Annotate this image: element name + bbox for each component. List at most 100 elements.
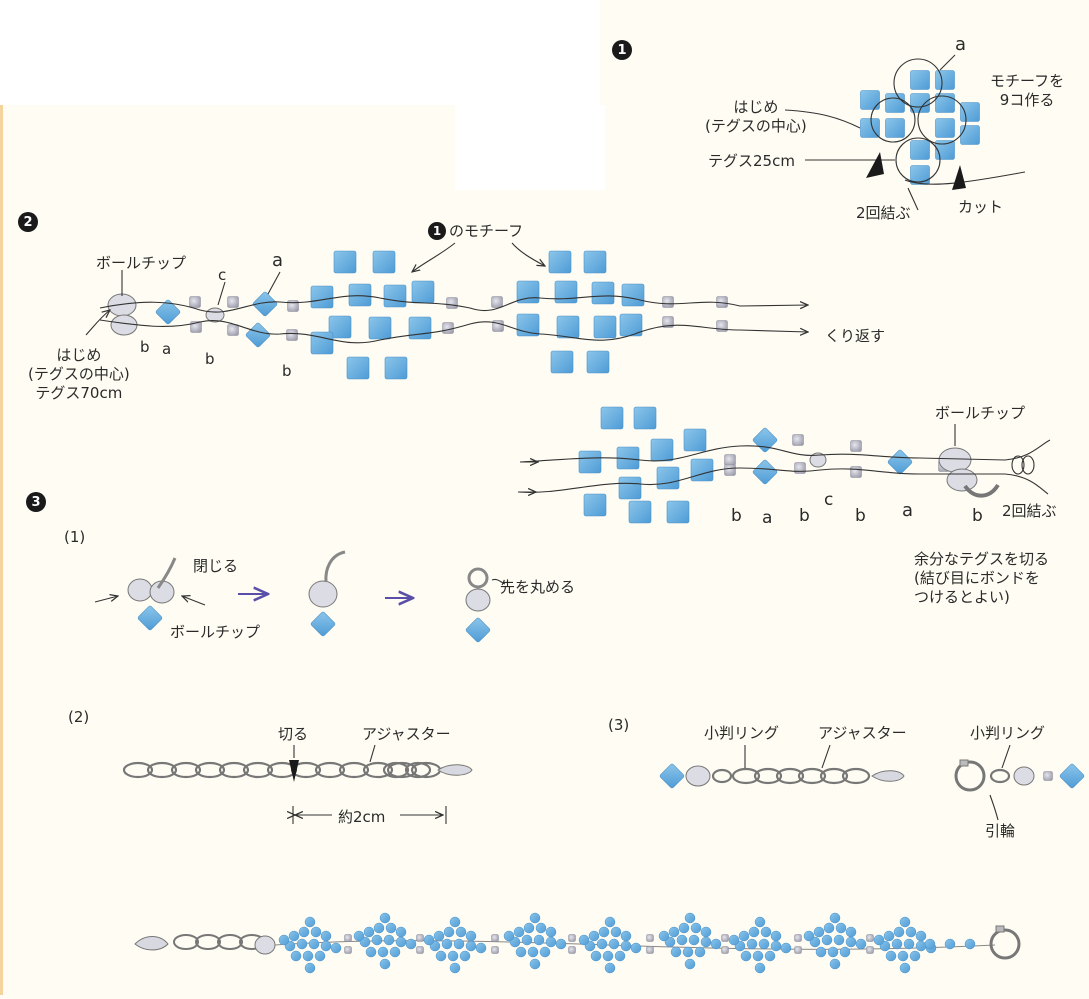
thread-top [99, 295, 808, 313]
round-bead [555, 938, 567, 950]
step3-jump-ring-left: 小判リング [704, 724, 780, 742]
square-bead [935, 93, 955, 113]
leader-a [267, 271, 281, 295]
step2-label-a-top: a [272, 250, 284, 271]
end-label-1: a [762, 508, 773, 528]
spring-ring-lever [959, 759, 969, 767]
round-bead [395, 936, 407, 948]
square-bead [372, 250, 396, 274]
round-bead [539, 946, 551, 958]
leader-motif [412, 242, 456, 272]
square-bead [619, 313, 643, 337]
round-bead [915, 930, 927, 942]
diamond-bead [752, 459, 778, 485]
round-bead [535, 922, 547, 934]
step3-sub2: (2) [68, 708, 90, 726]
square-bead [666, 500, 690, 524]
square-bead [368, 316, 392, 340]
diamond-bead [245, 322, 271, 348]
round-bead [449, 962, 461, 974]
step2-motif-ref: 1 のモチーフ [428, 222, 523, 241]
round-bead [620, 940, 632, 952]
round-bead [891, 938, 903, 950]
start-line1: はじめ [56, 346, 102, 364]
round-bead [521, 934, 533, 946]
round-bead [379, 958, 391, 970]
leader-ring [1001, 744, 1011, 769]
leader-a [939, 54, 956, 71]
square-bead [628, 500, 652, 524]
round-bead [670, 946, 682, 958]
chain-link [314, 761, 346, 779]
chain-link [242, 761, 274, 779]
square-bead [935, 118, 955, 138]
square-bead [310, 285, 334, 309]
chain-link [195, 934, 221, 950]
step3-cut: 切る [278, 725, 309, 743]
thread-loop [893, 58, 943, 108]
ball-tip-hook [963, 483, 1000, 498]
round-bead [377, 946, 389, 958]
seed-bead [568, 946, 576, 954]
round-bead [678, 922, 690, 934]
spring-ring [954, 760, 986, 792]
seed-bead [724, 464, 736, 476]
round-bead [754, 916, 766, 928]
ball-tip [946, 468, 978, 492]
leader-start [784, 109, 861, 129]
step2-weaving [85, 242, 808, 380]
round-bead [924, 938, 936, 950]
end-label-6: b [972, 506, 983, 526]
seed-bead [850, 466, 862, 478]
square-bead [583, 250, 607, 274]
step1-start-note: はじめ (テグスの中心) [705, 98, 807, 136]
square-bead [683, 428, 707, 452]
jump-ring [989, 768, 1011, 784]
square-bead [578, 450, 602, 474]
round-bead [596, 938, 608, 950]
end-label-3: c [824, 490, 834, 510]
round-bead [433, 930, 445, 942]
chain-link [362, 761, 394, 779]
square-bead [885, 93, 905, 113]
ball-tip [1013, 766, 1035, 786]
ball-tip-center [205, 307, 225, 323]
seed-bead [442, 322, 454, 334]
ball-tip-center [809, 452, 827, 468]
knot [1021, 455, 1035, 475]
round-bead [598, 926, 610, 938]
step2-ball-tip: ボールチップ [96, 254, 187, 272]
seed-bead [227, 296, 239, 308]
step1-label-a: a [955, 34, 967, 55]
seed-bead [794, 946, 802, 954]
seed-bead [646, 946, 654, 954]
round-bead [578, 934, 590, 946]
round-bead [676, 934, 688, 946]
round-bead [590, 950, 602, 962]
blank-area [0, 0, 600, 105]
seed-bead [568, 934, 576, 942]
round-bead [752, 950, 764, 962]
seed-bead [491, 946, 499, 954]
thread-loop [917, 95, 967, 145]
ball-tip [107, 293, 137, 317]
seed-bead [190, 321, 202, 333]
chain-link [194, 761, 226, 779]
thread-loop [870, 97, 916, 143]
round-bead [385, 922, 397, 934]
round-bead [455, 926, 467, 938]
square-bead [690, 458, 714, 482]
round-bead [780, 942, 792, 954]
square-bead [348, 283, 372, 307]
spring-ring-lever [995, 925, 1005, 933]
chain-link [146, 761, 178, 779]
round-bead [588, 930, 600, 942]
round-bead [353, 930, 365, 942]
round-bead [320, 940, 332, 952]
square-bead [621, 283, 645, 307]
adjuster-tip [871, 770, 905, 782]
seed-bead [724, 454, 736, 466]
square-bead [593, 315, 617, 339]
leader-clasp [989, 794, 999, 821]
round-bead [883, 930, 895, 942]
